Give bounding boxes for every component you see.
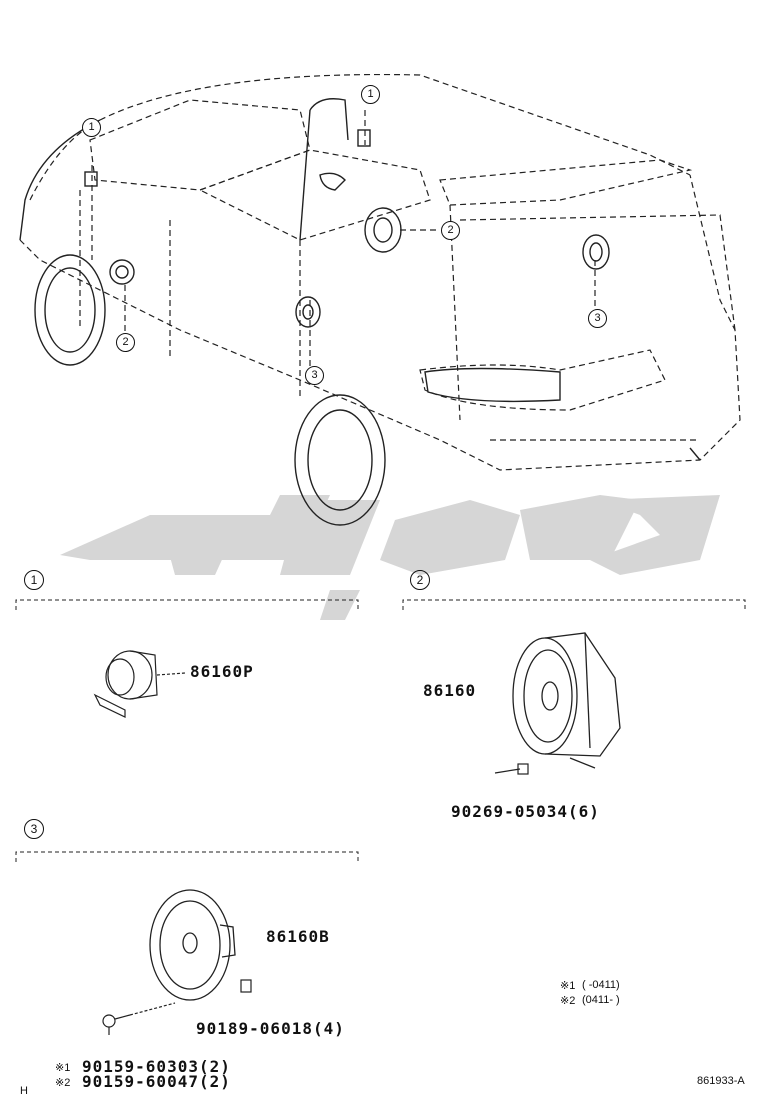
back-speaker-drawing bbox=[149, 889, 236, 1001]
tweeter-part-drawing bbox=[93, 650, 186, 718]
part-90159-60303: 90159-60303(2) bbox=[82, 1057, 231, 1076]
callout-3-back: 3 bbox=[588, 309, 607, 328]
callout-1-front: 1 bbox=[82, 118, 101, 137]
vehicle-illustration bbox=[19, 73, 741, 526]
section-2-number: 2 bbox=[410, 570, 430, 590]
part-86160: 86160 bbox=[423, 681, 477, 700]
legend-note2-mark: ※2 bbox=[560, 995, 576, 1007]
fastener-drawing-3 bbox=[102, 979, 252, 1035]
note2-mark-left: ※2 bbox=[55, 1077, 71, 1089]
section-3-number: 3 bbox=[24, 819, 44, 839]
legend-note1-mark: ※1 bbox=[560, 980, 576, 992]
door-speaker-drawing bbox=[512, 632, 621, 769]
part-90159-60047: 90159-60047(2) bbox=[82, 1072, 231, 1091]
callout-2-front-door: 2 bbox=[116, 333, 135, 352]
part-86160B: 86160B bbox=[266, 927, 330, 946]
legend-note2-text: (0411- ) bbox=[582, 994, 620, 1006]
callout-2-rear-door: 2 bbox=[441, 221, 460, 240]
section-1-number: 1 bbox=[24, 570, 44, 590]
part-90269-05034: 90269-05034(6) bbox=[451, 802, 600, 821]
figure-id: 861933-A bbox=[697, 1075, 745, 1087]
screw-drawing-2 bbox=[494, 763, 529, 775]
part-90189-06018: 90189-06018(4) bbox=[196, 1019, 345, 1038]
callout-1-pillar: 1 bbox=[361, 85, 380, 104]
legend-note1-text: ( -0411) bbox=[582, 979, 620, 991]
note1-mark-left: ※1 bbox=[55, 1062, 71, 1074]
corner-label: H bbox=[20, 1085, 28, 1097]
part-86160P: 86160P bbox=[190, 662, 254, 681]
callout-3-side: 3 bbox=[305, 366, 324, 385]
